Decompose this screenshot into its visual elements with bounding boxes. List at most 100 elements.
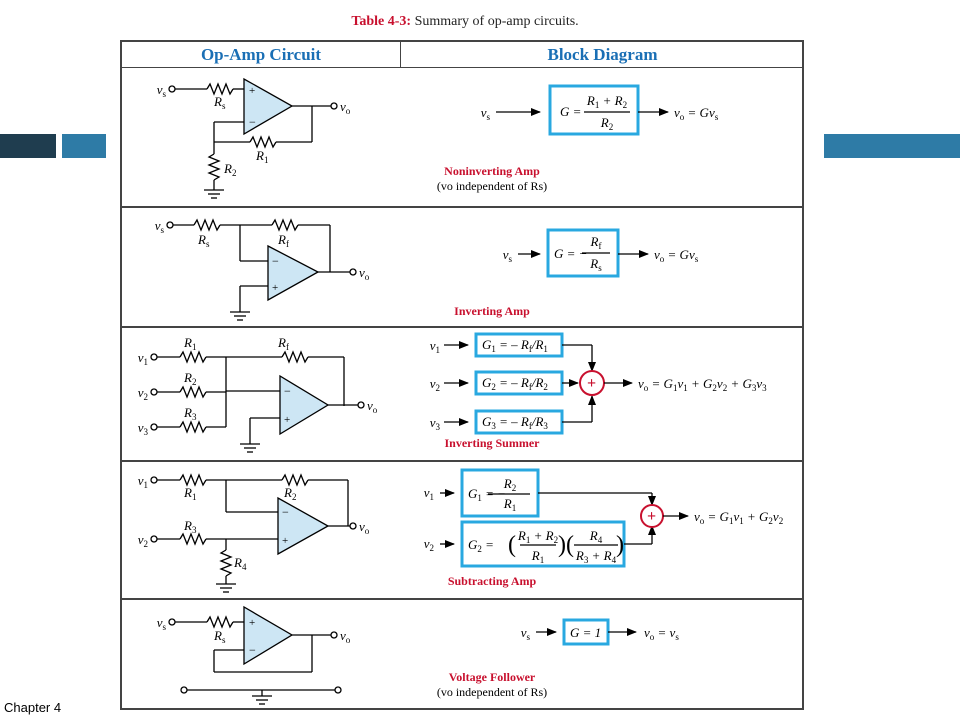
- svg-text:v1: v1: [138, 473, 148, 490]
- svg-text:G2 =: G2 =: [468, 537, 494, 554]
- caption-voltage-follower: Voltage Follower (vo independent of Rs): [392, 670, 592, 700]
- caption-note: (vo independent of Rs): [436, 685, 548, 699]
- svg-text:vs: vs: [155, 218, 165, 235]
- header-op-amp-circuit: Op-Amp Circuit: [122, 42, 401, 67]
- svg-text:v1: v1: [138, 350, 148, 367]
- svg-text:R1 + R2: R1 + R2: [586, 93, 627, 110]
- svg-text:R2: R2: [600, 115, 613, 132]
- title: Table 4-3: Summary of op-amp circuits.: [120, 14, 810, 30]
- svg-text:R3 + R4: R3 + R4: [575, 548, 617, 565]
- circuits-diagram: vs Rs vo R1 R2 + − vs G = R1 + R2 R2 vo …: [138, 77, 783, 705]
- svg-text:G1 = −: G1 = −: [468, 486, 506, 503]
- svg-text:R4: R4: [589, 528, 603, 545]
- title-label: Table 4-3:: [351, 14, 412, 29]
- svg-text:+: +: [284, 414, 290, 426]
- caption-inverting-summer: Inverting Summer: [392, 436, 592, 451]
- row-divider: [122, 598, 802, 600]
- footer-chapter: Chapter 4: [4, 700, 62, 715]
- svg-text:+: +: [249, 617, 255, 629]
- svg-text:R2: R2: [283, 485, 296, 502]
- title-text: Summary of op-amp circuits.: [414, 14, 579, 29]
- caption-title: Inverting Amp: [454, 304, 530, 318]
- svg-text:vs: vs: [503, 247, 513, 264]
- subtracting-amp-circuit: [150, 473, 357, 593]
- svg-text:vo: vo: [367, 398, 378, 415]
- svg-text:vo = Gvs: vo = Gvs: [674, 105, 719, 122]
- caption-inverting-amp: Inverting Amp: [392, 304, 592, 319]
- svg-text:−: −: [249, 643, 256, 657]
- svg-text:R4: R4: [233, 555, 247, 572]
- caption-title: Subtracting Amp: [447, 574, 537, 588]
- caption-title: Voltage Follower: [448, 670, 536, 684]
- svg-text:R2: R2: [183, 370, 196, 387]
- caption-title: Noninverting Amp: [444, 164, 540, 178]
- caption-note: (vo independent of Rs): [436, 179, 548, 193]
- svg-text:vs: vs: [157, 82, 167, 99]
- svg-text:vo = vs: vo = vs: [644, 625, 679, 642]
- row-divider: [122, 67, 802, 68]
- svg-text:−: −: [284, 384, 291, 398]
- svg-text:Rf: Rf: [277, 335, 289, 352]
- caption-noninverting-amp: Noninverting Amp (vo independent of Rs): [392, 164, 592, 194]
- svg-text:R3: R3: [183, 405, 197, 422]
- svg-text:vo = G1v1 + G2v2 + G3v3: vo = G1v1 + G2v2 + G3v3: [638, 376, 767, 393]
- decor-bar-left: [62, 134, 106, 158]
- decor-bar-right: [824, 134, 960, 158]
- svg-text:vo: vo: [359, 519, 370, 536]
- svg-text:R1: R1: [183, 485, 196, 502]
- svg-text:v2: v2: [430, 376, 440, 393]
- svg-text:+: +: [249, 85, 255, 97]
- svg-text:)(: )(: [558, 532, 574, 558]
- svg-text:R3: R3: [183, 518, 197, 535]
- svg-text:vo: vo: [359, 265, 370, 282]
- svg-text:G3 = – Rf/R3: G3 = – Rf/R3: [482, 414, 548, 431]
- svg-text:R2: R2: [223, 161, 236, 178]
- svg-text:vs: vs: [481, 105, 491, 122]
- svg-text:G = −: G = −: [554, 246, 587, 261]
- svg-text:−: −: [272, 254, 279, 268]
- svg-text:vo = G1v1 + G2v2: vo = G1v1 + G2v2: [694, 509, 783, 526]
- svg-text:v3: v3: [138, 420, 149, 437]
- svg-text:v2: v2: [138, 532, 148, 549]
- svg-text:v1: v1: [424, 485, 434, 502]
- svg-text:−: −: [282, 505, 289, 519]
- voltage-follower-block: [536, 618, 637, 646]
- inverting-amp-block: [518, 228, 649, 278]
- inverting-summer-circuit: [150, 350, 365, 453]
- svg-text:R1: R1: [183, 335, 196, 352]
- svg-text:vo: vo: [340, 99, 351, 116]
- row-divider: [122, 206, 802, 208]
- inverting-summer-block: [444, 332, 633, 435]
- row-divider: [122, 460, 802, 462]
- summary-table: Op-Amp Circuit Block Diagram: [120, 40, 804, 710]
- svg-text:vo = Gvs: vo = Gvs: [654, 247, 699, 264]
- svg-text:+: +: [272, 282, 278, 294]
- svg-text:R1: R1: [255, 148, 268, 165]
- svg-text:Rf: Rf: [277, 232, 289, 249]
- svg-text:): ): [616, 532, 624, 558]
- svg-text:+: +: [282, 535, 288, 547]
- svg-text:v3: v3: [430, 415, 441, 432]
- svg-text:G1 = – Rf/R1: G1 = – Rf/R1: [482, 337, 548, 354]
- caption-subtracting-amp: Subtracting Amp: [392, 574, 592, 589]
- svg-text:vs: vs: [157, 615, 167, 632]
- svg-text:Rs: Rs: [589, 256, 602, 273]
- svg-text:Rs: Rs: [213, 94, 226, 111]
- svg-text:Rs: Rs: [213, 628, 226, 645]
- caption-title: Inverting Summer: [444, 436, 540, 450]
- subtracting-amp-block: [440, 468, 689, 568]
- svg-text:R1: R1: [531, 548, 544, 565]
- svg-text:G2 = – Rf/R2: G2 = – Rf/R2: [482, 375, 548, 392]
- svg-text:−: −: [249, 115, 256, 129]
- svg-text:v1: v1: [430, 338, 440, 355]
- svg-text:v2: v2: [424, 536, 434, 553]
- svg-text:+: +: [647, 508, 656, 525]
- decor-bar-dark: [0, 134, 56, 158]
- voltage-follower-circuit: [168, 605, 342, 705]
- row-divider: [122, 326, 802, 328]
- header-block-diagram: Block Diagram: [547, 45, 658, 64]
- svg-text:G =: G =: [560, 104, 581, 119]
- svg-text:Rf: Rf: [590, 234, 602, 251]
- svg-text:R2: R2: [503, 476, 516, 493]
- inverting-amp-circuit: [166, 218, 357, 321]
